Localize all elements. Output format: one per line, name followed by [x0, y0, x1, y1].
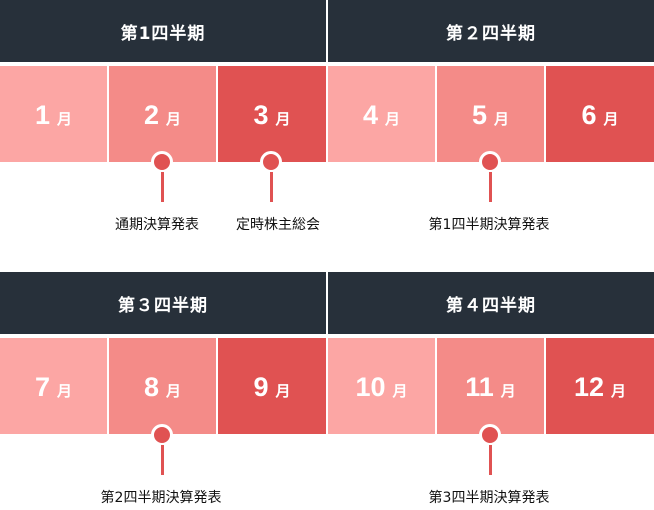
- event-label-shareholders-meeting: 定時株主総会: [236, 217, 320, 233]
- event-marker-month-8: [151, 424, 173, 446]
- month-unit: 月: [275, 111, 291, 128]
- month-number: 3: [253, 100, 269, 130]
- month-number: 1: [34, 100, 50, 130]
- month-unit: 月: [385, 111, 401, 128]
- event-marker-stem: [161, 445, 164, 475]
- month-cell-10: 10 月: [328, 338, 435, 434]
- month-unit: 月: [500, 383, 516, 400]
- quarter-1-header: 第1四半期: [0, 0, 326, 62]
- quarter-2-header: 第２四半期: [328, 0, 654, 62]
- month-number: 9: [253, 372, 269, 402]
- month-number: 10: [355, 372, 386, 402]
- month-unit: 月: [57, 111, 73, 128]
- event-marker-stem: [489, 172, 492, 202]
- event-label-q3-results: 第3四半期決算発表: [428, 490, 550, 506]
- quarter-3-title: 第３四半期: [118, 295, 208, 316]
- month-number: 4: [362, 100, 378, 130]
- month-number: 5: [471, 100, 487, 130]
- quarter-4-title: 第４四半期: [446, 295, 536, 316]
- month-number: 7: [34, 372, 50, 402]
- month-number: 12: [573, 372, 605, 402]
- event-marker-month-11: [479, 424, 501, 446]
- quarter-4-header: 第４四半期: [328, 272, 654, 334]
- month-cell-11: 11 月: [437, 338, 544, 434]
- quarter-2-title: 第２四半期: [446, 23, 536, 44]
- month-unit: 月: [275, 383, 291, 400]
- event-marker-month-5: [479, 151, 501, 173]
- event-marker-stem: [161, 172, 164, 202]
- event-marker-stem: [489, 445, 492, 475]
- month-unit: 月: [57, 383, 73, 400]
- month-number: 6: [581, 100, 597, 130]
- quarter-3-header: 第３四半期: [0, 272, 326, 334]
- event-marker-stem: [270, 172, 273, 202]
- event-marker-month-3: [260, 151, 282, 173]
- month-number: 8: [143, 372, 159, 402]
- month-unit: 月: [494, 111, 510, 128]
- event-label-q1-results: 第1四半期決算発表: [428, 217, 550, 233]
- month-unit: 月: [166, 383, 182, 400]
- month-unit: 月: [611, 383, 627, 400]
- month-unit: 月: [166, 111, 182, 128]
- event-label-q2-results: 第2四半期決算発表: [100, 490, 222, 506]
- event-label-annual-results: 通期決算発表: [115, 217, 199, 233]
- event-marker-month-2: [151, 151, 173, 173]
- month-cell-12: 12 月: [546, 338, 654, 434]
- month-unit: 月: [603, 111, 619, 128]
- month-number: 2: [143, 100, 159, 130]
- month-number: 11: [465, 372, 494, 402]
- quarter-1-title: 第1四半期: [120, 23, 206, 44]
- month-unit: 月: [392, 383, 408, 400]
